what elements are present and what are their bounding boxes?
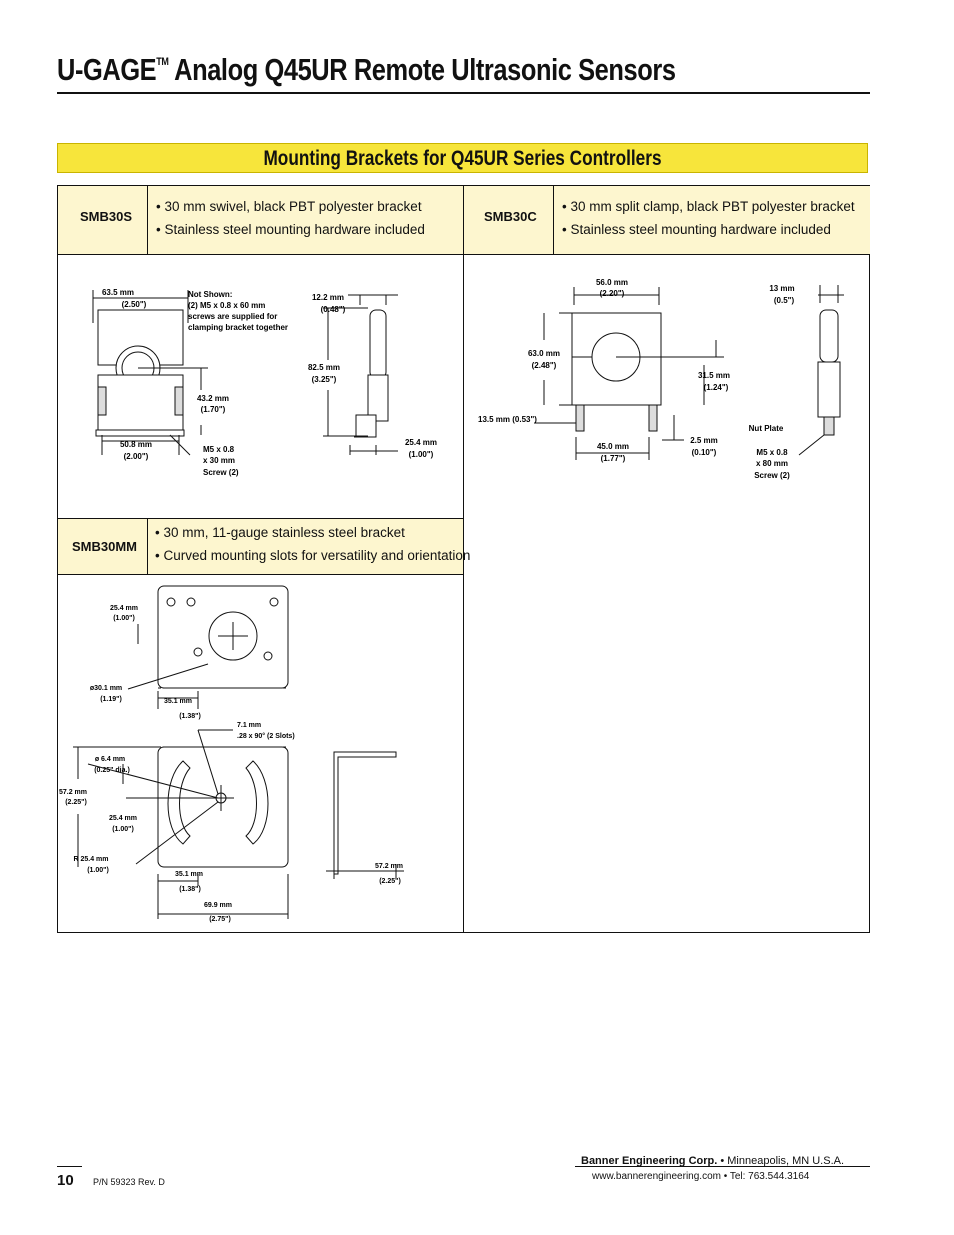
smb30s-note: screws are supplied for — [188, 312, 277, 321]
smb30c-dim-center: 31.5 mm — [698, 371, 730, 380]
smb30s-note: Not Shown: — [188, 290, 232, 299]
smb30c-dim-gap-in: (0.10") — [692, 448, 717, 457]
smb30mm-dim-mid: 25.4 mm — [109, 815, 137, 822]
grid-divider — [58, 574, 464, 575]
smb30mm-header — [58, 518, 463, 574]
smb30s-dim-height: 82.5 mm — [308, 363, 340, 372]
smb30mm-dim-tab2: 35.1 mm — [175, 871, 203, 878]
smb30s-note: clamping bracket together — [188, 323, 288, 332]
smb30mm-dim-slot-in: .28 x 90° (2 Slots) — [237, 732, 295, 740]
smb30s-dim-foot: 25.4 mm — [405, 438, 437, 447]
smb30mm-dim-radius: R 25.4 mm — [73, 856, 108, 863]
smb30s-feature: • 30 mm swivel, black PBT polyester brac… — [156, 199, 422, 214]
smb30c-dim-hole-in: (1.77") — [601, 454, 626, 463]
smb30s-dim-height-in: (3.25") — [312, 375, 337, 384]
smb30c-screw: x 80 mm — [756, 459, 788, 468]
grid-divider — [463, 186, 464, 932]
contact-line: www.bannerengineering.com • Tel: 763.544… — [592, 1171, 810, 1182]
company-line: Banner Engineering Corp. • Minneapolis, … — [581, 1155, 844, 1167]
smb30c-screw: Screw (2) — [754, 471, 790, 480]
smb30s-screw: Screw (2) — [203, 468, 239, 477]
smb30c-dim-hole: 45.0 mm — [597, 442, 629, 451]
smb30s-header — [58, 186, 463, 254]
smb30s-dim-base-in: (2.00") — [124, 452, 149, 461]
smb30s-feature: • Stainless steel mounting hardware incl… — [156, 222, 425, 237]
smb30mm-dim-bore: ø30.1 mm — [90, 685, 122, 692]
smb30s-dim-center-in: (1.70") — [201, 405, 226, 414]
smb30mm-dim-width: 69.9 mm — [204, 902, 232, 909]
smb30c-feature: • Stainless steel mounting hardware incl… — [562, 222, 831, 237]
smb30mm-feature: • 30 mm, 11-gauge stainless steel bracke… — [155, 525, 405, 540]
smb30s-note: (2) M5 x 0.8 x 60 mm — [188, 301, 265, 310]
smb30mm-feature: • Curved mounting slots for versatility … — [155, 548, 471, 563]
smb30mm-dim-side-in: (2.25") — [379, 878, 401, 885]
smb30s-screw: M5 x 0.8 — [203, 445, 235, 454]
page-number: 10 — [57, 1172, 74, 1189]
smb30mm-dim-height: 57.2 mm — [59, 789, 87, 796]
smb30s-screw: x 30 mm — [203, 456, 235, 465]
smb30c-dim-height: 63.0 mm — [528, 349, 560, 358]
company-name: Banner Engineering Corp. — [581, 1155, 718, 1167]
company-location: • Minneapolis, MN U.S.A. — [717, 1155, 845, 1167]
smb30c-dim-height-in: (2.48") — [532, 361, 557, 370]
smb30c-model: SMB30C — [484, 209, 537, 224]
smb30mm-dim-top: 25.4 mm — [110, 605, 138, 612]
smb30mm-dim-mid-in: (1.00") — [112, 826, 134, 833]
smb30s-dim-width-in: (2.50") — [122, 300, 147, 309]
trademark-mark: TM — [156, 56, 169, 68]
smb30mm-drawing: 25.4 mm (1.00") ø30.1 mm (1.19") 35.1 mm… — [59, 585, 404, 923]
smb30s-dim-foot-in: (1.00") — [409, 450, 434, 459]
smb30c-dim-gap: 2.5 mm — [690, 436, 718, 445]
smb30s-model: SMB30S — [80, 209, 133, 224]
footer-rule — [575, 1166, 870, 1167]
smb30c-nut-plate: Nut Plate — [749, 424, 784, 433]
smb30mm-dim-hole-in: (0.25" dia.) — [94, 767, 130, 774]
section-title: Mounting Brackets for Q45UR Series Contr… — [263, 147, 662, 170]
section-banner: Mounting Brackets for Q45UR Series Contr… — [57, 143, 868, 173]
smb30mm-dim-slot: 7.1 mm — [237, 722, 261, 729]
smb30mm-dim-bore-in: (1.19") — [100, 696, 122, 703]
smb30mm-dim-tab: 35.1 mm — [164, 698, 192, 705]
grid-divider — [147, 518, 148, 574]
brackets-table: SMB30S SMB30C • 30 mm swivel, black PBT … — [57, 185, 870, 933]
smb30mm-dim-top-in: (1.00") — [113, 615, 135, 622]
part-number: P/N 59323 Rev. D — [93, 1177, 165, 1187]
smb30c-dim-width-in: (2.20") — [600, 289, 625, 298]
smb30c-screw: M5 x 0.8 — [756, 448, 788, 457]
footer-rule — [57, 1166, 82, 1167]
smb30s-dim-width: 63.5 mm — [102, 288, 134, 297]
smb30s-dim-base: 50.8 mm — [120, 440, 152, 449]
smb30s-dim-side-in: (0.48") — [321, 305, 346, 314]
smb30mm-dim-tab-in: (1.38") — [179, 713, 201, 720]
smb30mm-dim-hole: ø 6.4 mm — [95, 756, 125, 763]
smb30c-drawing: 56.0 mm (2.20") 13 mm (0.5") 63.0 mm (2.… — [478, 278, 844, 480]
smb30s-dim-side: 12.2 mm — [312, 293, 344, 302]
smb30c-dim-side-in: (0.5") — [774, 296, 795, 305]
title-rule — [57, 92, 870, 94]
grid-divider — [147, 186, 148, 254]
smb30mm-dim-tab2-in: (1.38") — [179, 886, 201, 893]
grid-divider — [553, 186, 554, 254]
smb30c-header — [464, 186, 870, 254]
smb30s-drawing: 63.5 mm (2.50") Not Shown: (2) M5 x 0.8 … — [92, 288, 437, 477]
page-title: U-GAGETM Analog Q45UR Remote Ultrasonic … — [57, 52, 676, 87]
smb30mm-dim-radius-in: (1.00") — [87, 867, 109, 874]
grid-divider — [58, 518, 464, 519]
smb30mm-dim-height-in: (2.25") — [65, 799, 87, 806]
smb30c-dim-side: 13 mm — [769, 284, 794, 293]
smb30mm-dim-side: 57.2 mm — [375, 863, 403, 870]
smb30c-dim-width: 56.0 mm — [596, 278, 628, 287]
smb30mm-dim-width-in: (2.75") — [209, 916, 231, 923]
smb30c-dim-center-in: (1.24") — [704, 383, 729, 392]
smb30mm-model: SMB30MM — [72, 539, 138, 554]
smb30c-feature: • 30 mm split clamp, black PBT polyester… — [562, 199, 855, 214]
smb30s-dim-center: 43.2 mm — [197, 394, 229, 403]
smb30c-dim-offset: 13.5 mm (0.53") — [478, 415, 537, 424]
